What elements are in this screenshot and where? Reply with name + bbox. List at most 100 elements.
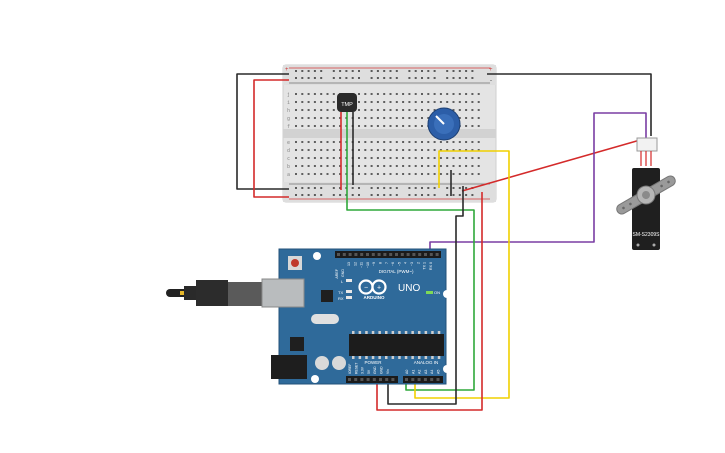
rail-hole[interactable]	[446, 70, 449, 72]
breadboard-hole[interactable]	[439, 165, 442, 167]
breadboard-hole[interactable]	[452, 173, 455, 175]
potentiometer[interactable]	[427, 107, 461, 141]
breadboard-hole[interactable]	[332, 117, 335, 119]
breadboard-hole[interactable]	[414, 125, 417, 127]
breadboard-hole[interactable]	[364, 173, 367, 175]
breadboard-hole[interactable]	[402, 101, 405, 103]
breadboard-hole[interactable]	[295, 165, 297, 167]
rail-hole[interactable]	[332, 77, 335, 79]
servo-horn[interactable]	[613, 171, 679, 220]
breadboard-hole[interactable]	[339, 173, 342, 175]
wire-black-gnd-arduino[interactable]	[387, 186, 464, 405]
breadboard-hole[interactable]	[389, 149, 392, 151]
breadboard-hole[interactable]	[421, 165, 423, 167]
rail-hole[interactable]	[414, 194, 417, 196]
header-pin[interactable]	[348, 378, 351, 381]
wire-red-5v-arduino[interactable]	[376, 192, 483, 411]
breadboard-hole[interactable]	[376, 125, 379, 127]
rail-hole[interactable]	[370, 187, 373, 189]
breadboard-hole[interactable]	[471, 149, 474, 151]
wire-red-left-rails[interactable]	[253, 79, 289, 198]
breadboard-hole[interactable]	[313, 173, 316, 175]
breadboard-hole[interactable]	[313, 109, 316, 111]
breadboard-hole[interactable]	[414, 109, 417, 111]
rail-hole[interactable]	[301, 77, 304, 79]
breadboard-hole[interactable]	[389, 165, 392, 167]
rail-hole[interactable]	[427, 187, 430, 189]
breadboard-hole[interactable]	[339, 149, 342, 151]
breadboard-hole[interactable]	[364, 109, 367, 111]
breadboard-hole[interactable]	[477, 101, 480, 103]
breadboard-hole[interactable]	[408, 157, 411, 159]
breadboard-hole[interactable]	[313, 165, 316, 167]
rail-hole[interactable]	[446, 187, 449, 189]
breadboard-hole[interactable]	[465, 141, 468, 143]
breadboard-hole[interactable]	[433, 165, 436, 167]
breadboard-hole[interactable]	[326, 149, 329, 151]
breadboard-hole[interactable]	[332, 149, 335, 151]
header-pin[interactable]	[418, 253, 422, 256]
breadboard-hole[interactable]	[402, 141, 405, 143]
breadboard-hole[interactable]	[458, 109, 461, 111]
rail-hole[interactable]	[370, 70, 373, 72]
breadboard-hole[interactable]	[376, 109, 379, 111]
breadboard-hole[interactable]	[376, 101, 379, 103]
breadboard-hole[interactable]	[358, 141, 360, 143]
tmp-sensor[interactable]: TMP	[337, 93, 357, 112]
header-pin[interactable]	[383, 253, 387, 256]
rail-hole[interactable]	[358, 70, 360, 72]
breadboard-hole[interactable]	[326, 117, 329, 119]
rail-hole[interactable]	[427, 70, 430, 72]
rail-hole[interactable]	[433, 77, 436, 79]
rail-hole[interactable]	[452, 187, 455, 189]
breadboard-hole[interactable]	[332, 157, 335, 159]
breadboard-hole[interactable]	[383, 141, 386, 143]
header-pin[interactable]	[424, 253, 427, 256]
breadboard-hole[interactable]	[358, 125, 360, 127]
breadboard-hole[interactable]	[408, 109, 411, 111]
breadboard-hole[interactable]	[320, 173, 323, 175]
breadboard-hole[interactable]	[402, 93, 405, 95]
rail-hole[interactable]	[295, 70, 297, 72]
breadboard-hole[interactable]	[326, 141, 329, 143]
breadboard-hole[interactable]	[471, 125, 474, 127]
rail-hole[interactable]	[345, 77, 348, 79]
breadboard-hole[interactable]	[364, 101, 367, 103]
header-pin[interactable]	[405, 378, 408, 381]
breadboard-hole[interactable]	[433, 157, 436, 159]
breadboard-hole[interactable]	[471, 173, 474, 175]
breadboard-hole[interactable]	[295, 173, 297, 175]
breadboard-hole[interactable]	[421, 173, 423, 175]
breadboard-hole[interactable]	[402, 117, 405, 119]
rail-hole[interactable]	[389, 70, 392, 72]
wire-red-to-servo[interactable]	[461, 139, 641, 192]
breadboard-hole[interactable]	[295, 93, 297, 95]
rail-hole[interactable]	[421, 77, 423, 79]
breadboard-hole[interactable]	[383, 109, 386, 111]
rail-hole[interactable]	[307, 70, 310, 72]
breadboard-hole[interactable]	[477, 173, 480, 175]
breadboard-hole[interactable]	[421, 157, 423, 159]
wire-purple-servo-signal[interactable]	[429, 112, 647, 256]
breadboard-hole[interactable]	[446, 157, 449, 159]
breadboard-hole[interactable]	[313, 117, 316, 119]
breadboard-hole[interactable]	[408, 93, 411, 95]
breadboard-hole[interactable]	[389, 141, 392, 143]
breadboard-hole[interactable]	[376, 157, 379, 159]
header-pin[interactable]	[354, 253, 358, 256]
breadboard-hole[interactable]	[307, 157, 310, 159]
rail-hole[interactable]	[345, 70, 348, 72]
breadboard-hole[interactable]	[395, 173, 398, 175]
header-pin[interactable]	[372, 378, 376, 381]
breadboard-hole[interactable]	[471, 117, 474, 119]
breadboard-hole[interactable]	[301, 149, 304, 151]
rail-hole[interactable]	[433, 187, 436, 189]
header-pin[interactable]	[360, 253, 364, 256]
breadboard-hole[interactable]	[408, 173, 411, 175]
breadboard-hole[interactable]	[439, 149, 442, 151]
breadboard-hole[interactable]	[301, 165, 304, 167]
breadboard-hole[interactable]	[395, 141, 398, 143]
breadboard-hole[interactable]	[414, 101, 417, 103]
breadboard-hole[interactable]	[452, 141, 455, 143]
breadboard-hole[interactable]	[439, 141, 442, 143]
